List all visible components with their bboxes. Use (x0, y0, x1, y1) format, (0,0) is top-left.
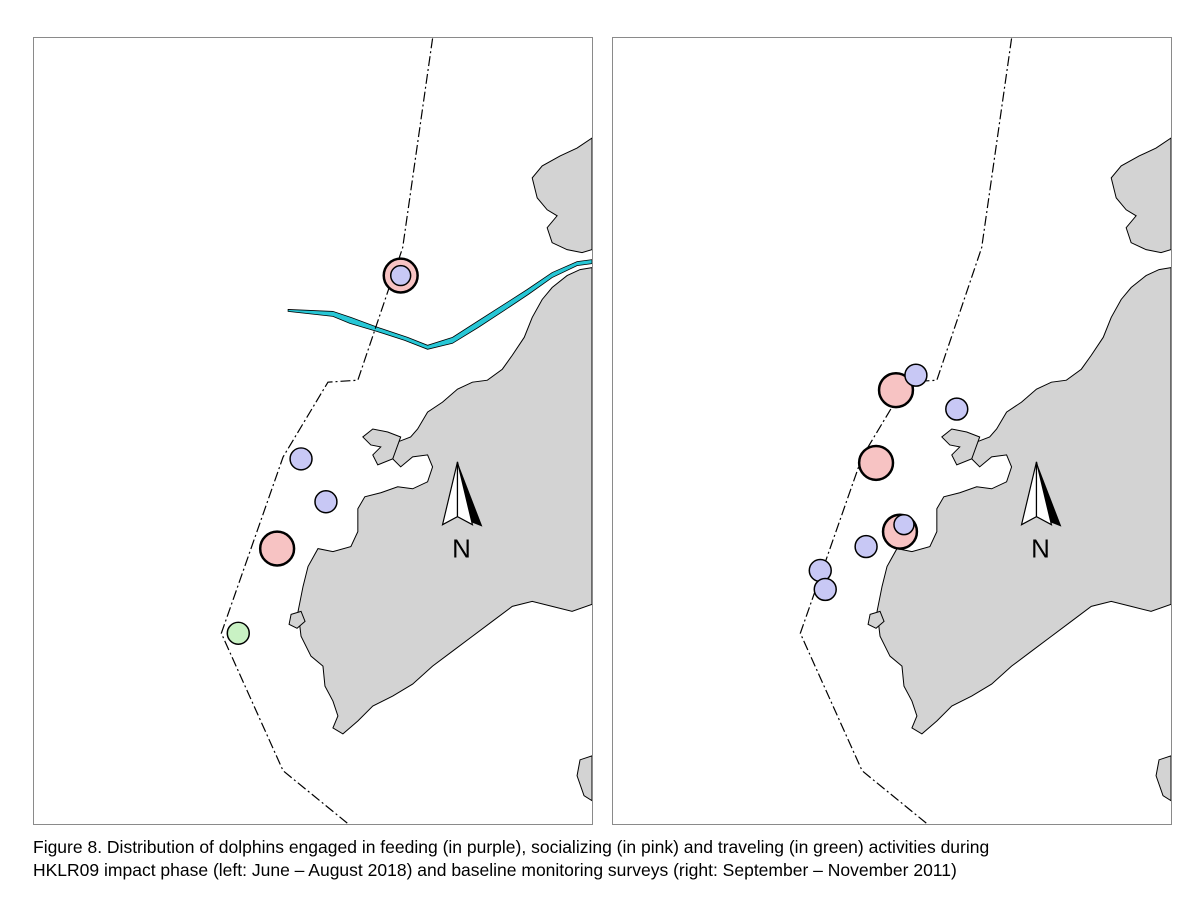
map-right-svg: N (799, 38, 1171, 824)
map-panel-left: N (33, 37, 593, 825)
caption-line-2: HKLR09 impact phase (left: June – August… (33, 860, 957, 880)
bridge-alignment (287, 259, 592, 350)
sighting-feeding (314, 490, 338, 514)
sighting-socializing (857, 444, 895, 482)
land-islet (288, 610, 306, 629)
sighting-feeding (854, 534, 878, 559)
sighting-socializing (877, 371, 915, 409)
figure-caption: Figure 8. Distribution of dolphins engag… (33, 836, 1183, 882)
sighting-traveling (226, 621, 250, 645)
sighting-feeding (904, 363, 928, 387)
sighting-feeding (813, 577, 837, 602)
sighting-markers (808, 363, 969, 602)
sighting-socializing (258, 530, 296, 567)
land-islet (867, 610, 885, 629)
north-label: N (1031, 536, 1050, 564)
land-southeast (576, 755, 592, 802)
study-boundary (220, 38, 434, 824)
land-mass (297, 267, 592, 735)
sighting-feeding (893, 513, 915, 536)
land-mass (876, 267, 1171, 735)
north-label: N (452, 536, 471, 564)
sighting-markers (226, 257, 419, 645)
land-southeast (1155, 755, 1171, 802)
land-headland (362, 428, 402, 466)
map-left-svg: N (220, 38, 592, 824)
map-panel-right: N (612, 37, 1172, 825)
land-northeast (1110, 137, 1171, 254)
north-arrow: N (1020, 461, 1062, 564)
sighting-feeding (289, 447, 313, 471)
land-northeast (531, 137, 592, 254)
sighting-feeding (945, 397, 969, 421)
land-headland (941, 428, 981, 466)
caption-line-1: Figure 8. Distribution of dolphins engag… (33, 837, 990, 857)
study-boundary (799, 38, 1013, 824)
sighting-feeding (389, 264, 412, 287)
